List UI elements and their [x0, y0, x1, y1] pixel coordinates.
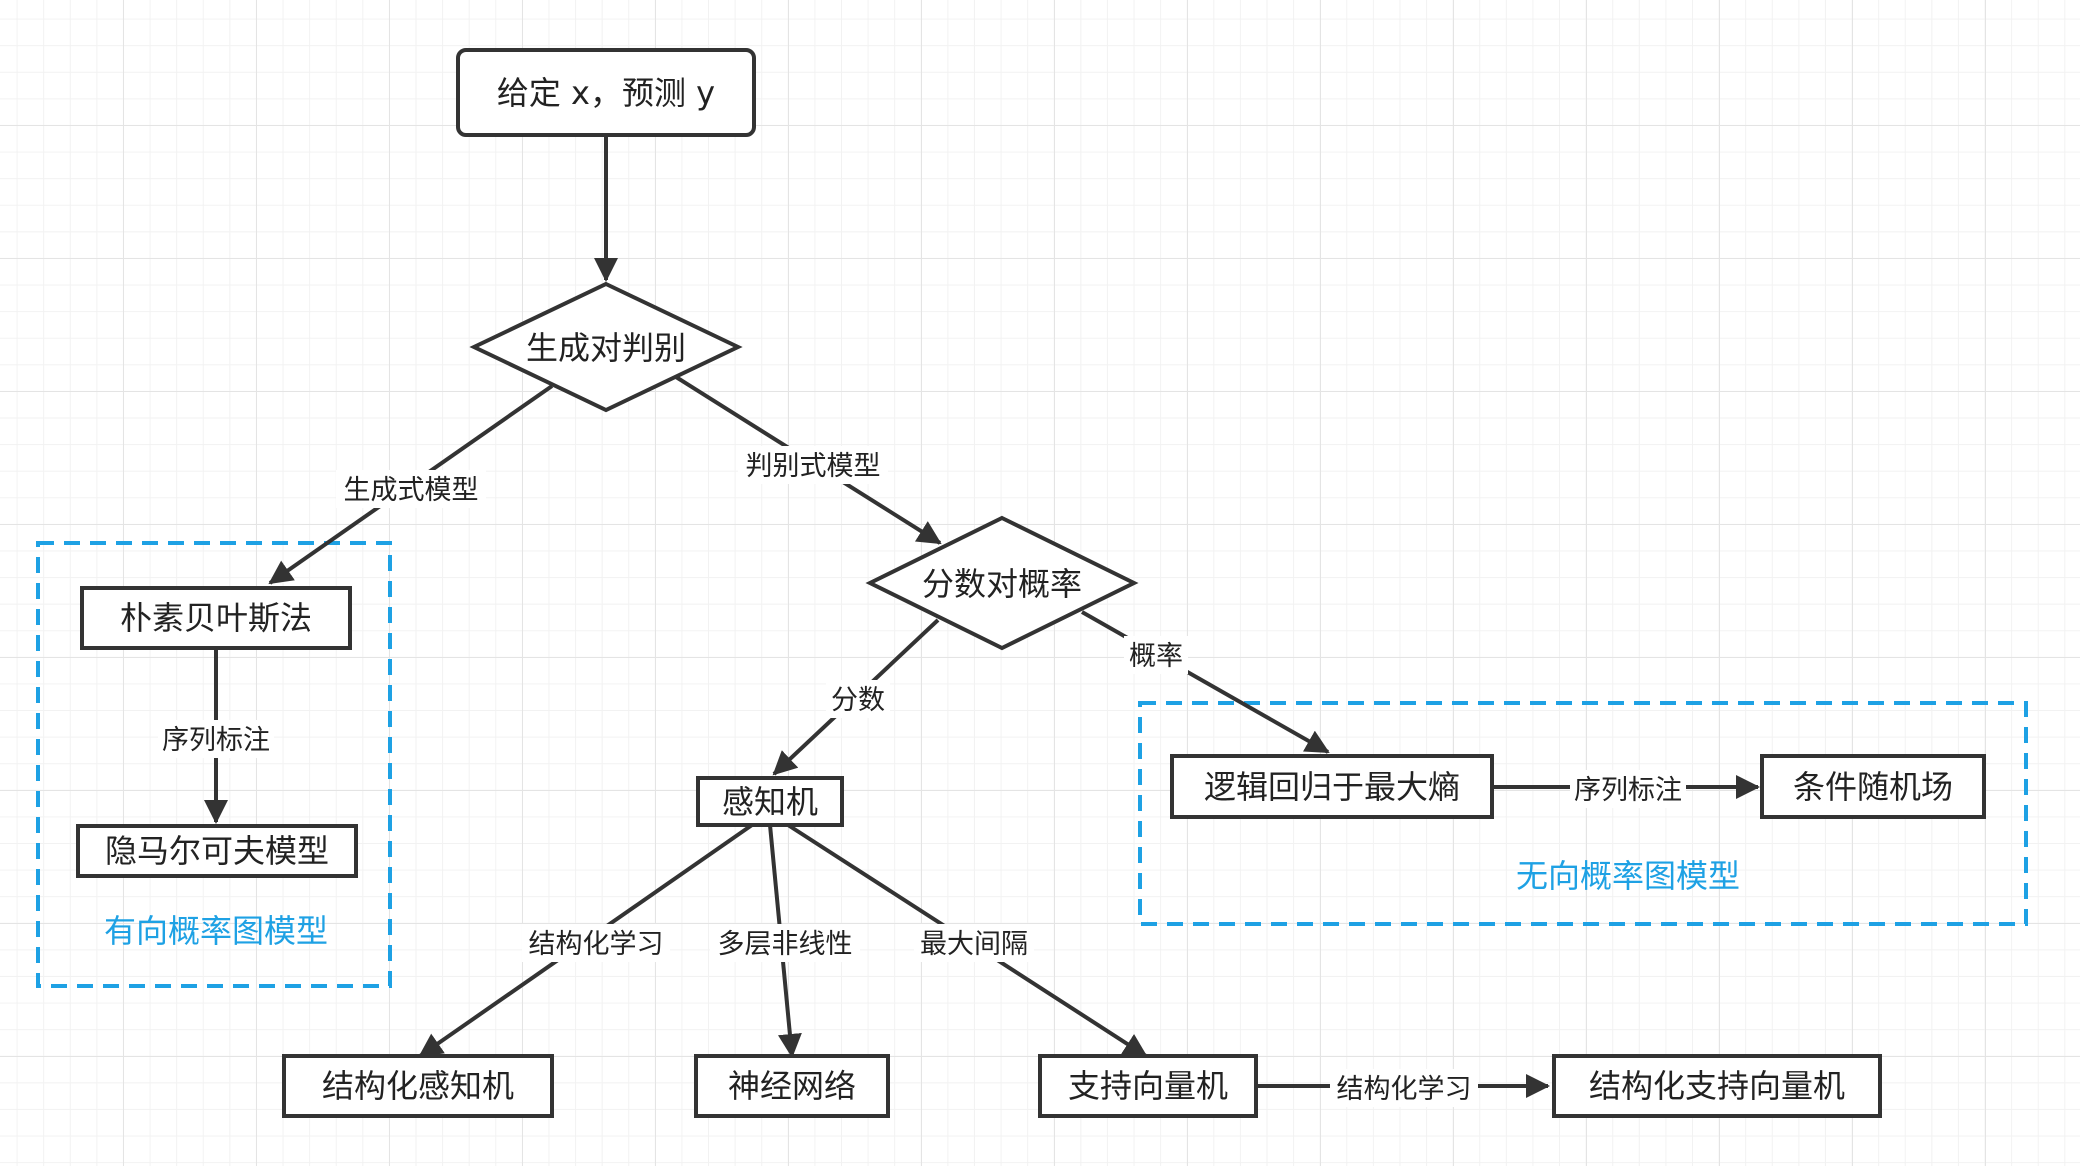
node-shape: [1038, 1054, 1258, 1118]
node-structured-svm[interactable]: 结构化支持向量机: [1552, 1054, 1882, 1118]
node-crf[interactable]: 条件随机场: [1760, 754, 1986, 819]
edge-label-background: [710, 924, 860, 962]
edge-probability[interactable]: 概率: [1081, 610, 1330, 754]
decision-generative-vs-discriminative[interactable]: 生成对判别: [469, 281, 743, 413]
node-label: 条件随机场: [1793, 768, 1953, 806]
edge-label-background: [1330, 1069, 1478, 1107]
edge-label: 序列标注: [162, 725, 270, 756]
node-shape: [1760, 754, 1986, 819]
edge-label: 生成式模型: [344, 475, 479, 506]
edge-label-background: [914, 924, 1034, 962]
edge-max-margin[interactable]: 最大间隔: [786, 823, 1148, 1058]
group-directed-graphical-models[interactable]: 有向概率图模型: [36, 541, 392, 988]
node-logistic-regression-maxent[interactable]: 逻辑回归于最大熵: [1170, 754, 1494, 819]
edge-label: 分数: [831, 685, 885, 716]
group-undirected-border: [1138, 701, 2028, 926]
node-shape: [696, 776, 844, 827]
edge-structured-learning-right[interactable]: 结构化学习: [1258, 1069, 1550, 1107]
node-shape: [1170, 754, 1494, 819]
decision-score-vs-probability[interactable]: 分数对概率: [865, 515, 1139, 651]
edge-label: 结构化学习: [1337, 1074, 1472, 1105]
node-shape: [76, 824, 358, 878]
node-naive-bayes[interactable]: 朴素贝叶斯法: [80, 586, 352, 650]
edge-label-background: [738, 446, 888, 484]
node-label: 隐马尔可夫模型: [105, 832, 329, 870]
node-label: 结构化支持向量机: [1589, 1067, 1845, 1105]
node-start[interactable]: 给定 x，预测 y: [456, 48, 756, 137]
node-label: 结构化感知机: [322, 1067, 514, 1105]
edge-label: 判别式模型: [746, 451, 881, 482]
edge-structured-learning-left[interactable]: 结构化学习: [418, 823, 754, 1058]
edge-label-background: [158, 720, 274, 758]
edge-score[interactable]: 分数: [772, 618, 940, 776]
node-label: 支持向量机: [1068, 1067, 1228, 1105]
edge-label-background: [336, 470, 486, 508]
node-shape: [80, 586, 352, 650]
edge-label-background: [522, 924, 670, 962]
decision-label: 分数对概率: [922, 565, 1082, 603]
node-structured-perceptron[interactable]: 结构化感知机: [282, 1054, 554, 1118]
edge-sequence-labeling-left[interactable]: 序列标注: [158, 648, 274, 824]
node-perceptron[interactable]: 感知机: [696, 776, 844, 827]
node-label: 感知机: [722, 783, 818, 821]
edge-discriminative-model[interactable]: 判别式模型: [674, 375, 942, 545]
edge-label-background: [1570, 770, 1686, 808]
decision-label: 生成对判别: [526, 329, 686, 367]
edge-label: 最大间隔: [920, 929, 1028, 960]
node-label: 神经网络: [728, 1067, 856, 1105]
node-neural-network[interactable]: 神经网络: [694, 1054, 890, 1118]
edge-label: 结构化学习: [529, 929, 664, 960]
edge-label: 概率: [1129, 641, 1183, 672]
edge-label: 序列标注: [1574, 775, 1682, 806]
node-label: 给定 x，预测 y: [497, 74, 715, 112]
edge-line: [1081, 610, 1330, 754]
node-svm[interactable]: 支持向量机: [1038, 1054, 1258, 1118]
edge-label: 多层非线性: [718, 929, 853, 960]
edge-sequence-labeling-right[interactable]: 序列标注: [1492, 770, 1760, 808]
group-directed-label: 有向概率图模型: [104, 912, 328, 950]
group-directed-border: [36, 541, 392, 988]
edge-label-background: [1124, 636, 1188, 674]
node-shape: [694, 1054, 890, 1118]
node-shape: [282, 1054, 554, 1118]
node-hmm[interactable]: 隐马尔可夫模型: [76, 824, 358, 878]
node-label: 朴素贝叶斯法: [120, 599, 312, 637]
node-label: 逻辑回归于最大熵: [1204, 768, 1460, 806]
node-shape: [456, 48, 756, 137]
group-undirected-label: 无向概率图模型: [1516, 857, 1740, 895]
group-undirected-graphical-models[interactable]: 无向概率图模型: [1138, 701, 2028, 926]
edge-label-background: [826, 680, 890, 718]
decision-shape: [469, 281, 743, 413]
edge-generative-model[interactable]: 生成式模型: [268, 384, 554, 585]
node-shape: [1552, 1054, 1882, 1118]
decision-shape: [865, 515, 1139, 651]
edge-multilayer-nonlinear[interactable]: 多层非线性: [710, 824, 860, 1058]
